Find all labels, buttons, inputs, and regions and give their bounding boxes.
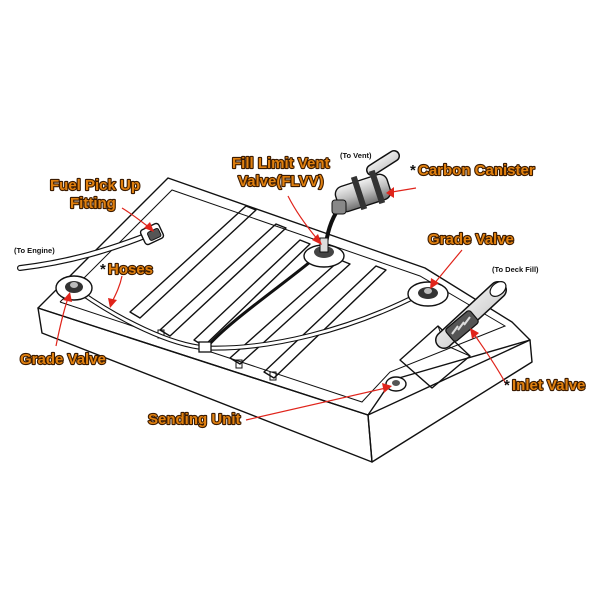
leader-flvv-arrow: [312, 234, 322, 245]
fuel-pickup-label-line2: Fitting: [70, 195, 116, 212]
leader-grade-valve-right: [433, 249, 463, 285]
carbon-canister-part: [331, 150, 400, 215]
grade-valve-left-cap: [70, 282, 78, 288]
hoses-star: *: [100, 261, 106, 278]
inlet-fill-pipe: [435, 281, 507, 349]
flvv-label-line1: Fill Limit Vent: [232, 155, 330, 172]
grade-valve-right-part: [407, 281, 449, 307]
fuel-pickup-label-line1: Fuel Pick Up: [50, 177, 140, 194]
inlet-valve-label: Inlet Valve: [512, 377, 585, 394]
tank-top-bevel: [59, 189, 507, 403]
inlet-valve-ring-1: [451, 325, 459, 335]
grade-valve-right-cap: [424, 288, 432, 294]
hose-tee-fitting: [198, 341, 212, 353]
leader-grade-valve-left: [55, 297, 69, 347]
leader-hoses: [111, 275, 123, 303]
leader-fuel-pickup-arrow: [144, 222, 154, 232]
leader-inlet-valve-arrow: [470, 328, 479, 339]
leader-grade-valve-right-arrow: [430, 278, 439, 289]
inlet-valve-ring-2: [457, 321, 465, 331]
hoses: [17, 202, 422, 353]
canister-clamp-2: [368, 169, 386, 205]
tank-baffles: [129, 205, 387, 381]
baffle-3: [193, 239, 311, 347]
leader-flvv: [287, 195, 319, 241]
baffle-4: [229, 259, 351, 365]
sending-unit-center: [392, 380, 400, 386]
baffle-5: [263, 265, 387, 379]
carbon-canister-star: *: [410, 162, 416, 179]
leader-lines: [55, 187, 507, 421]
flvv-label-line2: Valve(FLVV): [238, 173, 324, 190]
baffle-foot-2: [235, 359, 243, 369]
leader-grade-valve-left-arrow: [63, 292, 72, 302]
leader-hoses-arrow: [108, 298, 117, 308]
to-vent-label: (To Vent): [340, 151, 372, 160]
canister-end-fitting: [331, 199, 347, 215]
to-deck-fill-label: (To Deck Fill): [492, 265, 539, 274]
to-engine-label: (To Engine): [14, 246, 55, 255]
vent-hose-core: [79, 290, 421, 350]
fuel-pickup-fitting: [139, 222, 165, 246]
leader-carbon-canister-arrow: [386, 187, 394, 198]
inlet-valve-star: *: [504, 377, 510, 394]
tank-right-side: [367, 339, 533, 463]
leader-fuel-pickup: [121, 207, 151, 229]
grade-valve-right-label: Grade Valve: [428, 231, 514, 248]
grade-valve-left-part: [55, 275, 93, 301]
inlet-valve-ring-3: [463, 316, 471, 326]
baffle-1: [129, 205, 257, 319]
engine-supply-line-core: [18, 232, 152, 270]
deck-fill-pipe-end: [489, 281, 507, 297]
carbon-canister-label: Carbon Canister: [418, 162, 535, 179]
leader-sending-unit: [245, 387, 387, 421]
sending-unit-label: Sending Unit: [148, 411, 241, 428]
baffle-2: [159, 223, 287, 337]
leader-carbon-canister: [391, 187, 417, 193]
flvv-part: [303, 237, 345, 268]
grade-valve-left-label: Grade Valve: [20, 351, 106, 368]
sending-unit-part: [385, 376, 407, 392]
tank-top-face: [37, 177, 531, 416]
vent-pipe-core: [367, 151, 399, 175]
canister-clamp-1: [350, 175, 368, 211]
flvv-stem: [319, 237, 329, 253]
leader-sending-unit-arrow: [382, 383, 392, 393]
leader-inlet-valve: [473, 333, 507, 385]
baffle-foot-3: [269, 371, 277, 381]
hoses-label: Hoses: [108, 261, 153, 278]
